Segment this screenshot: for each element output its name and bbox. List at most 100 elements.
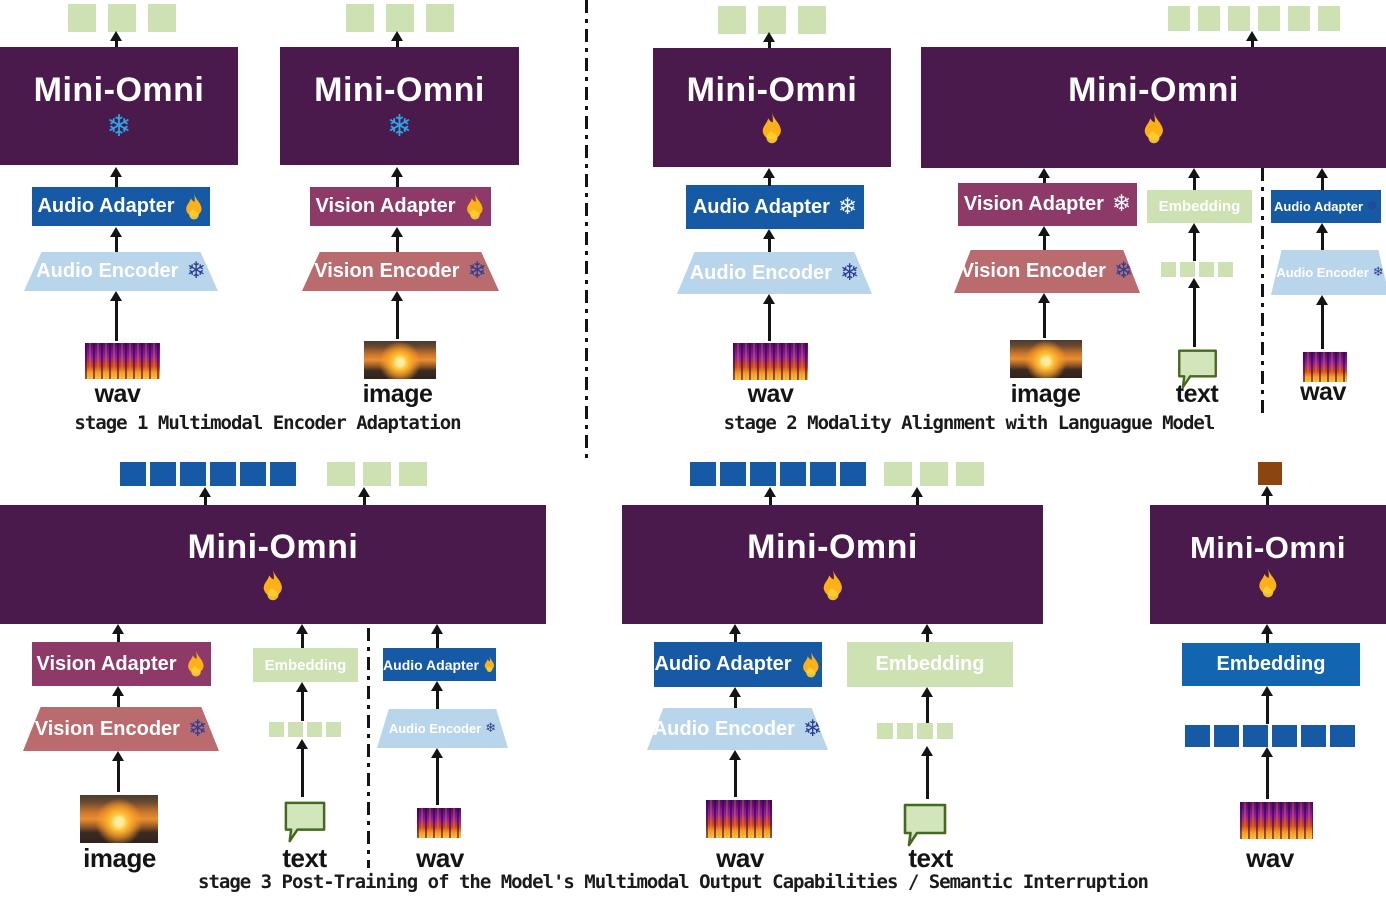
model-title: Mini-Omni [314, 70, 485, 109]
stage2-caption: stage 2 Modality Alignment with Languagu… [723, 412, 1216, 434]
token-row-stage2-audio-output [718, 6, 826, 34]
inner-divider [1261, 168, 1264, 414]
flow-arrow [431, 624, 443, 648]
model-title: Mini-Omni [747, 527, 918, 566]
flow-arrow [296, 624, 308, 648]
snowflake-icon: ❄ [1111, 191, 1132, 217]
token-row-stage3-audio-output [120, 462, 296, 486]
flow-arrow [1188, 168, 1200, 190]
stage3-audio-adapter-small-box: Audio Adapter [383, 648, 496, 681]
stage1-audio-adapter-box: Audio Adapter [32, 187, 210, 226]
token-row-stage3-audio-embedding [1185, 725, 1355, 747]
snowflake-icon: ❄ [1372, 265, 1384, 280]
spectrogram-image [417, 808, 461, 838]
stage2-vision-adapter-box: Vision Adapter ❄ [958, 183, 1137, 226]
token-row-stage3-text-output [327, 462, 427, 486]
input-label-wav: wav [1300, 378, 1346, 406]
flow-arrow [763, 229, 775, 252]
embedding-label: Embedding [1216, 653, 1326, 675]
flame-icon [1141, 112, 1167, 145]
stage3-group1-mini-omni-box: Mini-Omni [0, 505, 546, 624]
input-label-image: image [362, 380, 433, 408]
flow-arrow [391, 167, 403, 187]
audio-encoder-label: Audio Encoder [36, 260, 179, 282]
flow-arrow [110, 31, 122, 47]
flow-arrow [112, 751, 124, 792]
snowflake-icon: ❄ [186, 258, 206, 284]
snowflake-icon: ❄ [187, 715, 208, 742]
flow-arrow [921, 624, 933, 642]
audio-adapter-label: Audio Adapter [654, 653, 792, 675]
vision-encoder-label: Vision Encoder [314, 260, 460, 282]
inner-divider [367, 628, 370, 868]
audio-encoder-label: Audio Encoder [1276, 265, 1369, 280]
flame-icon [820, 569, 846, 602]
token-row-stage3-text-output [884, 462, 984, 486]
stage-divider [585, 0, 588, 462]
flow-arrow [296, 682, 308, 721]
snowflake-icon: ❄ [1113, 258, 1134, 284]
audio-adapter-label: Audio Adapter [383, 656, 479, 673]
audio-encoder-label: Audio Encoder [652, 717, 795, 740]
vision-adapter-label: Vision Adapter [315, 195, 456, 217]
stage1-vision-mini-omni-box: Mini-Omni ❄ [280, 47, 519, 165]
stage1-caption: stage 1 Multimodal Encoder Adaptation [74, 412, 461, 434]
input-label-text: text [282, 843, 327, 873]
flow-arrow [729, 687, 741, 708]
vision-adapter-label: Vision Adapter [36, 652, 177, 675]
model-title: Mini-Omni [187, 527, 359, 566]
stage2-audio-adapter-small-box: Audio Adapter ❄ [1271, 190, 1381, 223]
sunset-photo-image [1010, 340, 1082, 378]
flame-icon [183, 193, 205, 221]
stage3-audio-adapter-box: Audio Adapter [654, 642, 822, 687]
flow-arrow [110, 227, 122, 252]
flame-icon [185, 650, 207, 678]
flow-arrow [112, 686, 124, 707]
snowflake-icon: ❄ [485, 721, 497, 736]
stage3-group3-mini-omni-box: Mini-Omni [1150, 505, 1386, 624]
stage3-group2-mini-omni-box: Mini-Omni [622, 505, 1043, 624]
flow-arrow [763, 32, 775, 48]
flow-arrow [431, 748, 443, 805]
token-row-stage1-audio-output [68, 4, 176, 32]
stage3-audio-encoder-small-trapezoid: Audio Encoder ❄ [377, 709, 508, 748]
flame-icon [260, 569, 286, 602]
flow-arrow [763, 168, 775, 186]
stage2-audio-encoder-small-trapezoid: Audio Encoder ❄ [1271, 250, 1386, 295]
token-row-stage2-multimodal-output [1168, 6, 1340, 31]
input-label-text: text [1175, 380, 1219, 408]
audio-adapter-label: Audio Adapter [1274, 199, 1364, 214]
spectrogram-image [733, 343, 808, 380]
token-row-stage3-text-embedding [877, 723, 953, 739]
flow-arrow [110, 167, 122, 187]
stage3-embedding-box: Embedding [847, 642, 1013, 687]
flow-arrow [391, 291, 403, 339]
model-title: Mini-Omni [33, 70, 205, 109]
stage2-audio-adapter-box: Audio Adapter ❄ [686, 185, 864, 229]
audio-adapter-label: Audio Adapter [692, 195, 830, 218]
token-stage3-interrupt-output [1258, 462, 1282, 485]
snowflake-icon: ❄ [1367, 199, 1378, 214]
snowflake-icon: ❄ [467, 258, 487, 284]
flow-arrow [1038, 168, 1050, 183]
flow-arrow [1188, 223, 1200, 261]
input-label-wav: wav [747, 380, 794, 408]
sunset-photo-image [364, 341, 436, 379]
flow-arrow [1246, 31, 1258, 47]
input-label-wav: wav [716, 843, 764, 873]
input-label-wav: wav [416, 843, 464, 873]
flow-arrow [1188, 278, 1200, 347]
token-row-stage2-text-embedding [1161, 262, 1233, 277]
spectrogram-image [85, 343, 160, 379]
embedding-label: Embedding [1158, 198, 1241, 215]
flow-arrow [729, 624, 741, 642]
flame-icon [759, 112, 785, 145]
audio-adapter-label: Audio Adapter [37, 195, 175, 217]
flow-arrow [391, 227, 403, 252]
flow-arrow [763, 294, 775, 341]
stage3-embedding-box: Embedding [253, 648, 358, 682]
stage3-audio-encoder-trapezoid: Audio Encoder ❄ [647, 708, 828, 750]
flow-arrow [110, 291, 122, 341]
flow-arrow [112, 624, 124, 642]
flame-icon [800, 651, 822, 679]
